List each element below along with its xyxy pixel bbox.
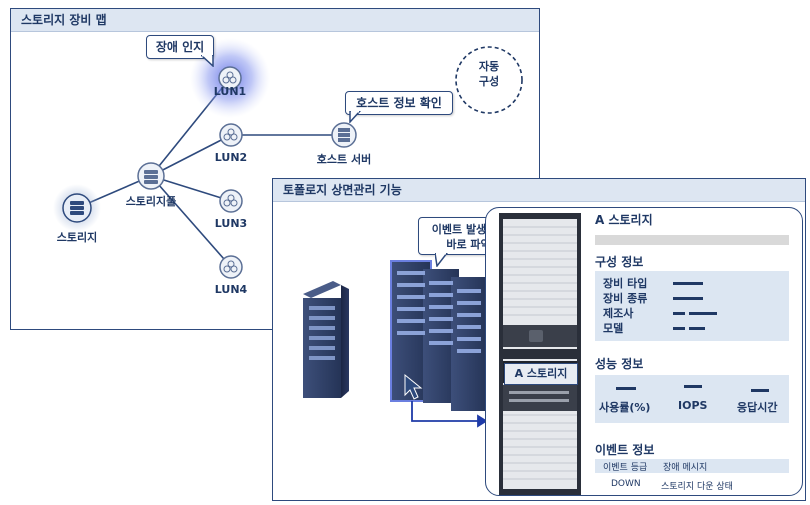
pool-label: 스토리지풀 xyxy=(125,195,177,208)
perf-value-placeholder xyxy=(616,387,636,390)
config-info-title: 구성 정보 xyxy=(595,255,644,269)
config-item-maker: 제조사 xyxy=(603,307,634,320)
config-value-placeholder xyxy=(673,312,685,315)
storage-map-title: 스토리지 장비 맵 xyxy=(11,9,539,32)
server-racks-illustration xyxy=(303,260,488,428)
config-value-placeholder xyxy=(689,312,717,315)
perf-usage: 사용률(%) xyxy=(599,401,651,414)
lun4-node-icon xyxy=(219,255,243,279)
config-item-type: 장비 타입 xyxy=(603,277,648,290)
lun3-label: LUN3 xyxy=(214,217,248,230)
storage-map-graph xyxy=(53,38,523,279)
edge-pool-lun2 xyxy=(150,134,232,177)
fault-callout-tail xyxy=(201,55,214,67)
device-name-bar xyxy=(595,235,789,245)
lun1-label: LUN1 xyxy=(213,85,247,98)
perf-value-placeholder xyxy=(751,389,769,392)
topology-panel: 토폴로지 상면관리 기능 xyxy=(272,178,806,501)
rack-group xyxy=(390,260,487,411)
storage-node-icon xyxy=(62,193,92,223)
event-table-header xyxy=(595,459,789,473)
standalone-server xyxy=(303,281,349,398)
config-value-placeholder xyxy=(673,327,685,330)
host-server-node-icon xyxy=(331,122,357,148)
storage-rack-illustration xyxy=(499,213,581,495)
event-info-title: 이벤트 정보 xyxy=(595,443,655,457)
auto-layout-label: 자동 구성 xyxy=(478,60,500,88)
event-row-message: 스토리지 다운 상태 xyxy=(661,482,733,492)
config-item-kind: 장비 종류 xyxy=(603,292,648,305)
event-header-message: 장애 메시지 xyxy=(663,463,708,473)
perf-info-title: 성능 정보 xyxy=(595,357,644,371)
edge-pool-lun4 xyxy=(150,175,232,268)
edge-pool-lun3 xyxy=(150,175,232,202)
perf-latency: 응답시간 xyxy=(737,401,778,414)
event-callout-tail xyxy=(435,253,448,267)
config-value-placeholder xyxy=(673,297,703,300)
rack-device-label: A 스토리지 xyxy=(504,363,578,385)
lun2-node-icon xyxy=(219,123,243,147)
lun4-label: LUN4 xyxy=(214,283,248,296)
host-server-label: 호스트 서버 xyxy=(316,153,372,166)
config-value-placeholder xyxy=(689,327,705,330)
perf-value-placeholder xyxy=(684,385,702,388)
event-header-level: 이벤트 등급 xyxy=(603,463,648,473)
event-row-level: DOWN xyxy=(611,479,641,489)
host-info-callout: 호스트 정보 확인 xyxy=(345,91,453,115)
config-value-placeholder xyxy=(673,282,703,285)
auto-layout-badge xyxy=(455,46,523,114)
lun2-label: LUN2 xyxy=(214,151,248,164)
pool-node-icon xyxy=(137,162,165,190)
perf-iops: IOPS xyxy=(678,399,708,412)
storage-label: 스토리지 xyxy=(56,231,98,244)
config-item-model: 모델 xyxy=(603,322,624,335)
topology-title: 토폴로지 상면관리 기능 xyxy=(273,179,805,202)
lun1-node-icon xyxy=(218,66,242,90)
perf-info-box xyxy=(595,375,789,423)
lun3-node-icon xyxy=(219,189,243,213)
cursor-arrow-icon xyxy=(404,373,423,400)
device-name: A 스토리지 xyxy=(595,213,653,227)
connector-arrow xyxy=(411,401,488,428)
host-callout-tail xyxy=(349,111,362,123)
